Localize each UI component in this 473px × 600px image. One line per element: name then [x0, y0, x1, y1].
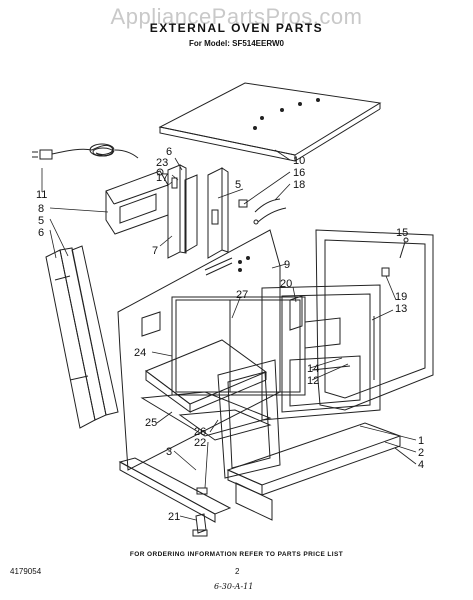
handwritten-date: 6-30-A-11	[214, 582, 254, 591]
callout-2: 2	[418, 447, 424, 459]
callout-18: 18	[293, 179, 305, 191]
callout-4: 4	[418, 459, 424, 471]
callout-11: 11	[36, 189, 47, 201]
document-number: 4179054	[10, 567, 42, 576]
ordering-note: FOR ORDERING INFORMATION REFER TO PARTS …	[129, 551, 344, 558]
callout-labels: 11 8 5 6 23 6 17 5 7 10 16 18 9 15 27 20…	[36, 146, 424, 523]
callout-17: 17	[156, 172, 168, 184]
watermark: AppliancePartsPros.com	[110, 4, 363, 29]
callout-9: 9	[284, 259, 290, 271]
top-panel	[158, 82, 382, 162]
callout-5-upper: 5	[235, 179, 241, 191]
callout-12: 12	[307, 375, 319, 387]
bracket-20	[289, 295, 303, 331]
callout-27: 27	[236, 289, 248, 301]
callout-7: 7	[152, 245, 158, 257]
model-subtitle: For Model: SF514EERW0	[189, 39, 284, 48]
screw-15	[399, 237, 409, 259]
callout-10: 10	[293, 155, 305, 167]
lower-frame	[140, 391, 272, 441]
callout-1: 1	[418, 435, 424, 447]
leader-lines	[41, 149, 417, 521]
callout-24: 24	[134, 347, 146, 359]
upper-braces	[167, 164, 229, 259]
lower-front-frame	[217, 359, 281, 479]
oven-shelf	[144, 339, 268, 413]
callout-19: 19	[395, 291, 407, 303]
callout-26: 26	[194, 426, 206, 438]
right-side-panel	[315, 229, 434, 411]
diagram-title: EXTERNAL OVEN PARTS	[149, 21, 324, 35]
left-side-panels	[45, 245, 119, 429]
callout-3: 3	[166, 446, 172, 458]
power-cord	[32, 143, 139, 160]
callout-16: 16	[293, 167, 305, 179]
front-frame	[261, 284, 381, 421]
callout-15: 15	[396, 227, 408, 239]
page-number: 2	[235, 567, 240, 576]
callout-21: 21	[168, 511, 180, 523]
callout-8: 8	[38, 203, 44, 215]
callout-23: 23	[156, 157, 168, 169]
oven-cavity	[171, 296, 306, 396]
callout-6-left: 6	[38, 227, 44, 239]
base-rails	[118, 422, 402, 537]
callout-6-upper: 6	[166, 146, 172, 158]
callout-20: 20	[280, 278, 292, 290]
small-clips	[238, 198, 287, 225]
callout-13: 13	[395, 303, 407, 315]
callout-5-left: 5	[38, 215, 44, 227]
callout-22: 22	[194, 437, 206, 449]
callout-25: 25	[145, 417, 157, 429]
callout-14: 14	[307, 363, 319, 375]
